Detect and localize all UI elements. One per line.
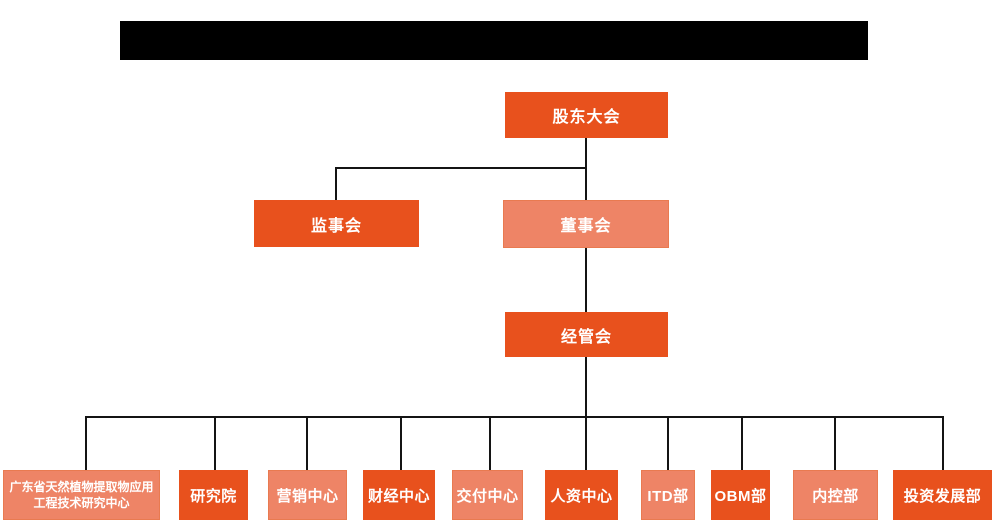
node-label: ITD部: [647, 487, 689, 505]
node-dept-research-institute: 研究院: [179, 470, 248, 520]
node-label: 经管会: [560, 328, 612, 346]
node-dept-itd: ITD部: [641, 470, 695, 520]
node-dept-obm: OBM部: [711, 470, 770, 520]
node-dept-finance-center: 财经中心: [363, 470, 435, 520]
connector-dept-drop: [306, 416, 308, 470]
node-label: 投资发展部: [903, 487, 982, 505]
connector-dept-drop: [85, 416, 87, 470]
connector-supervisory-drop: [335, 167, 337, 200]
node-dept-marketing-center: 营销中心: [268, 470, 347, 520]
connector-dept-drop: [214, 416, 216, 470]
node-label: 广东省天然植物提取物应用工程技术研究中心: [9, 479, 154, 510]
node-board-of-directors: 董事会: [503, 200, 669, 248]
connector-dept-drop: [489, 416, 491, 470]
node-dept-internal-control: 内控部: [793, 470, 878, 520]
connector-board-to-management: [585, 248, 587, 312]
node-dept-delivery-center: 交付中心: [452, 470, 523, 520]
node-label: 财经中心: [367, 487, 430, 505]
connector-dept-drop: [667, 416, 669, 470]
node-management-committee: 经管会: [505, 312, 668, 357]
connector-dept-drop: [400, 416, 402, 470]
node-label: 股东大会: [552, 109, 621, 126]
connector-management-down: [585, 357, 587, 418]
redacted-title-bar: [120, 21, 868, 60]
connector-dept-drop: [741, 416, 743, 470]
connector-distributor-horizontal: [85, 416, 944, 418]
node-label: OBM部: [714, 487, 767, 505]
node-supervisory-board: 监事会: [254, 200, 419, 247]
node-label: 人资中心: [550, 487, 613, 505]
node-label: 内控部: [812, 487, 859, 505]
node-label: 交付中心: [456, 487, 519, 505]
node-label: 研究院: [190, 487, 237, 505]
connector-dept-drop: [585, 416, 587, 470]
connector-dept-drop: [942, 416, 944, 470]
node-dept-hr-center: 人资中心: [545, 470, 618, 520]
node-dept-investment-development: 投资发展部: [893, 470, 992, 520]
connector-shareholders-down: [585, 138, 587, 200]
node-label: 营销中心: [276, 487, 339, 505]
node-label: 董事会: [560, 218, 612, 235]
connector-branch-horizontal: [335, 167, 587, 169]
connector-dept-drop: [834, 416, 836, 470]
node-dept-gd-research-center: 广东省天然植物提取物应用工程技术研究中心: [3, 470, 160, 520]
node-shareholders-meeting: 股东大会: [505, 92, 668, 138]
node-label: 监事会: [310, 217, 362, 235]
